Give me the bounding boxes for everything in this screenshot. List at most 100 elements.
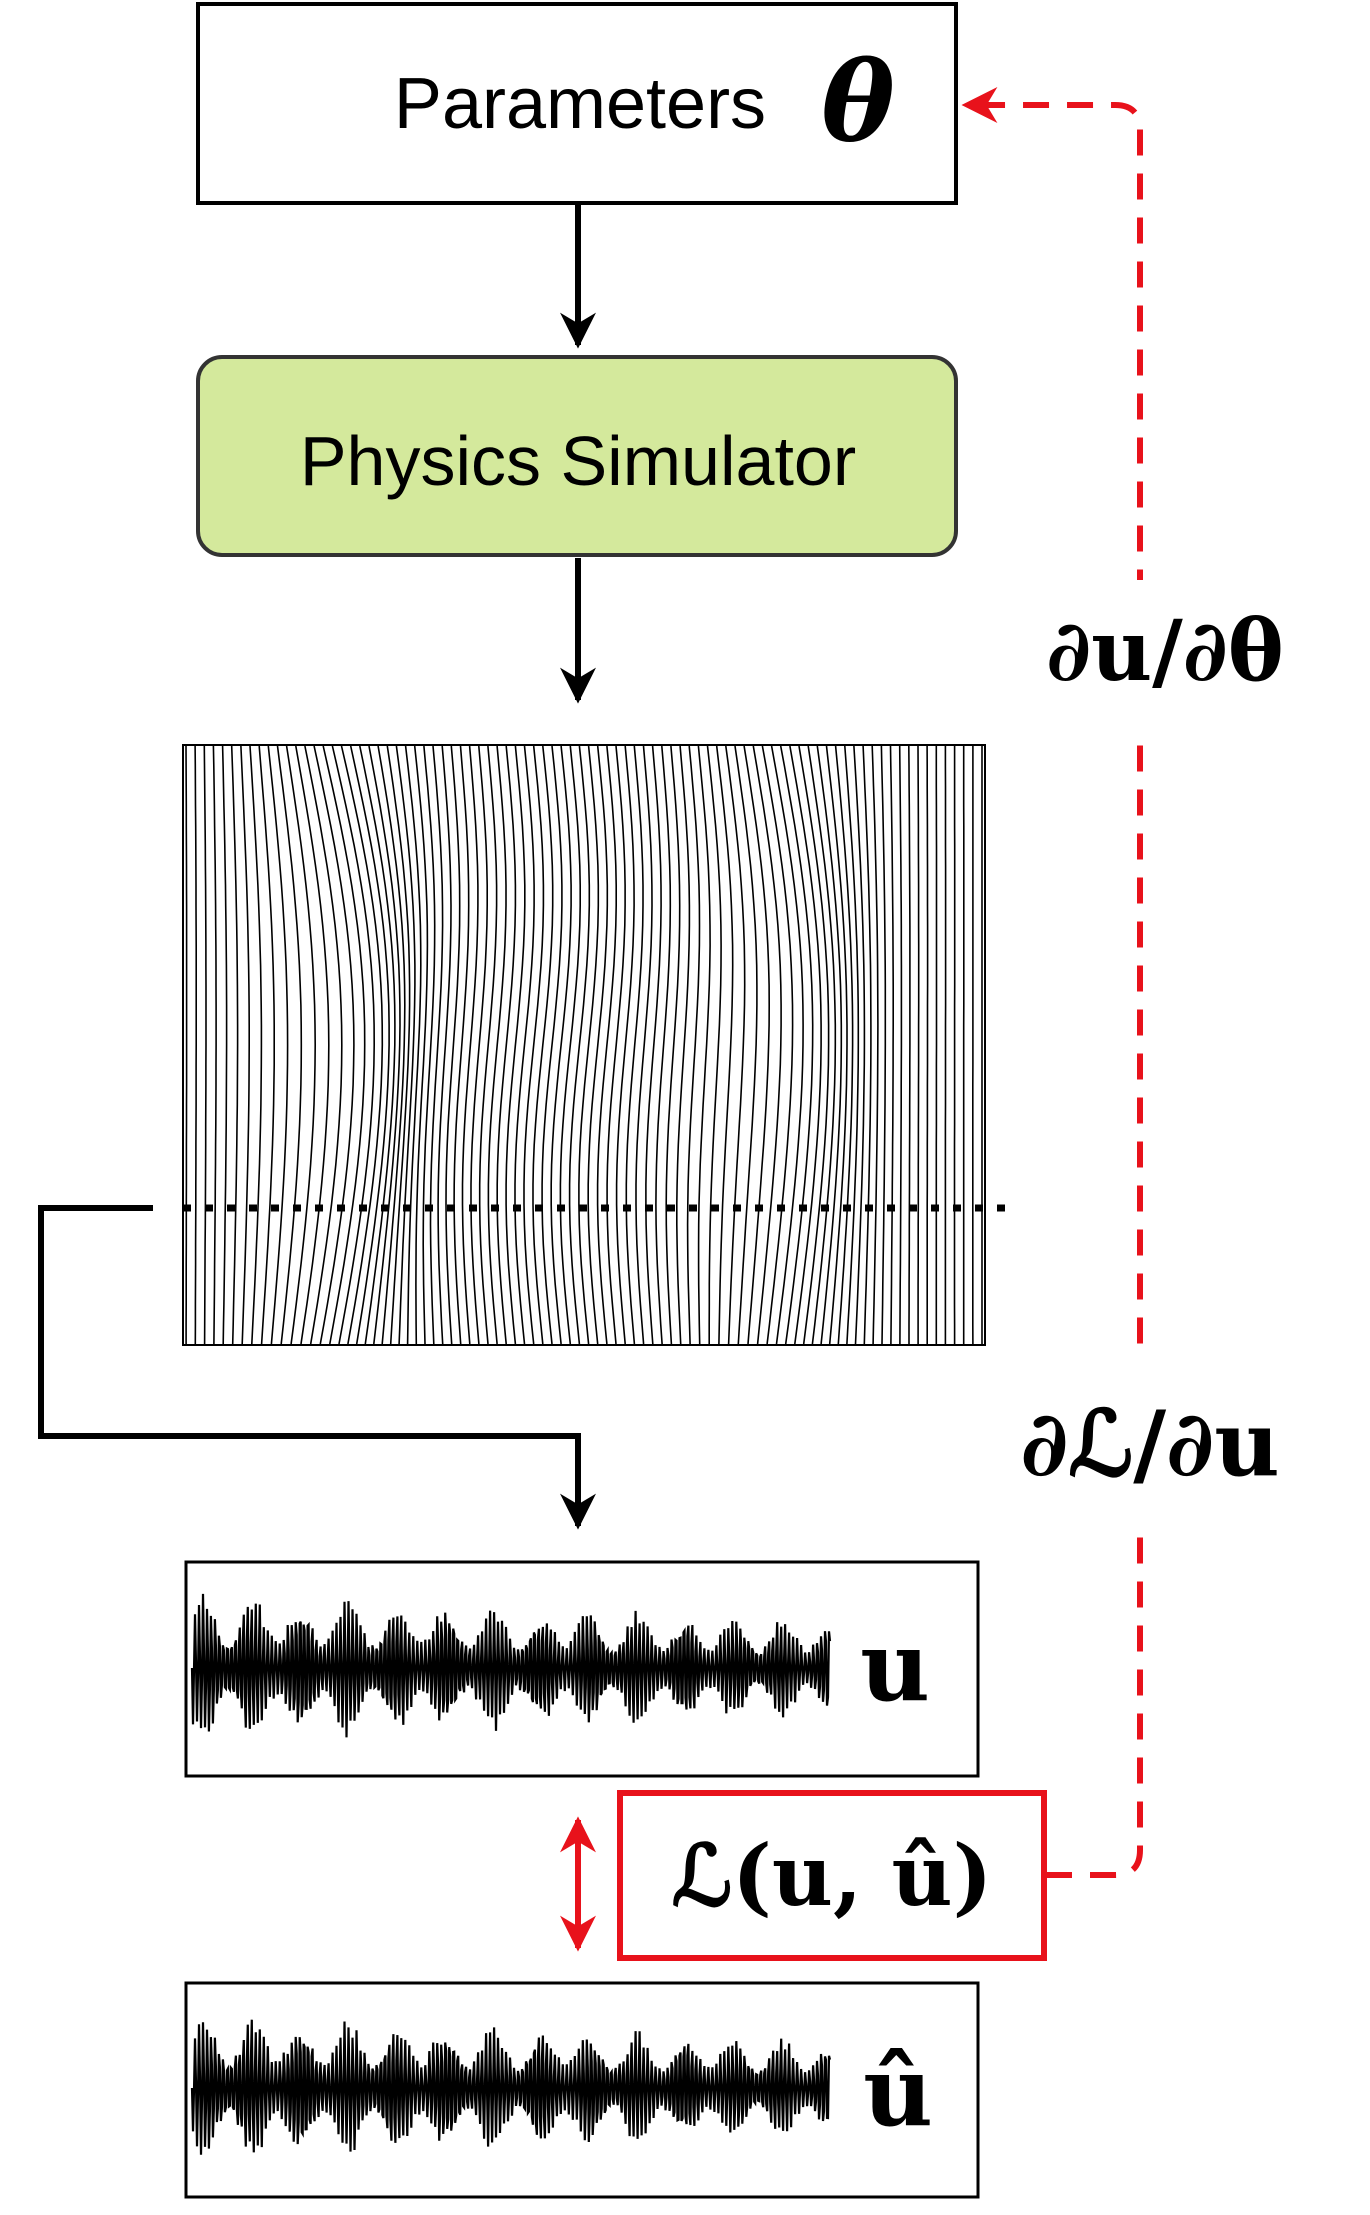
field-line: [359, 745, 396, 1345]
field-line: [779, 745, 814, 1345]
field-line: [880, 745, 887, 1345]
field-line: [715, 745, 734, 1345]
simulator-node: Physics Simulator: [196, 355, 958, 557]
displacement-field: [182, 744, 986, 1346]
field-line: [304, 745, 343, 1345]
field-line: [798, 745, 830, 1345]
field-line: [514, 745, 535, 1345]
field-line: [523, 745, 545, 1345]
simulator-label: Physics Simulator: [300, 422, 856, 500]
field-line: [240, 745, 250, 1345]
field-line: [743, 745, 771, 1345]
target-signal: û: [184, 1981, 980, 2199]
field-line: [470, 745, 489, 1345]
parameters-label: Parameters: [394, 64, 766, 144]
field-line: [221, 745, 228, 1345]
field-line: [340, 745, 384, 1345]
field-line: [686, 745, 701, 1345]
field-line: [496, 745, 517, 1345]
field-line: [285, 745, 317, 1345]
field-line: [770, 745, 804, 1345]
field-line: [487, 745, 507, 1345]
field-line: [761, 745, 794, 1345]
field-line: [322, 745, 366, 1345]
field-line: [706, 745, 722, 1344]
field-line: [807, 745, 837, 1345]
output-signal: u: [184, 1560, 980, 1778]
field-line: [203, 745, 207, 1345]
loss-label: ℒ(u, û): [672, 1826, 993, 1925]
field-line: [386, 745, 411, 1345]
parameters-box: [196, 2, 958, 205]
field-line: [404, 745, 422, 1345]
field-line: [834, 745, 854, 1345]
field-line: [532, 745, 554, 1345]
field-line: [853, 745, 866, 1345]
field-line: [596, 745, 618, 1345]
field-line: [844, 745, 860, 1345]
field-line: [331, 745, 376, 1345]
field-line: [862, 745, 872, 1345]
field-line: [917, 745, 920, 1344]
field-line: [675, 745, 691, 1345]
output-waveform: [190, 1593, 832, 1738]
field-line: [194, 745, 197, 1345]
parameters-node: Parameters θ: [196, 2, 958, 205]
field-line: [734, 745, 758, 1345]
loss-box: [617, 1790, 1047, 1961]
field-line: [615, 745, 635, 1345]
field-line: [550, 745, 572, 1345]
dL-du-label-bg: [960, 1355, 1360, 1530]
field-line: [505, 745, 526, 1345]
probe-connector: [38, 1205, 596, 1530]
field-line: [437, 745, 452, 1345]
field-line: [395, 745, 416, 1345]
field-line: [725, 745, 746, 1345]
field-line: [587, 745, 609, 1345]
field-line: [889, 745, 895, 1345]
output-symbol: u: [860, 1610, 930, 1723]
field-line: [429, 745, 444, 1345]
field-line: [871, 745, 879, 1345]
target-symbol: û: [863, 2035, 933, 2148]
field-line: [368, 745, 401, 1345]
field-line: [258, 745, 276, 1345]
field-line: [541, 745, 563, 1345]
field-line: [212, 745, 217, 1345]
field-line: [625, 745, 644, 1345]
field-line: [665, 745, 681, 1345]
field-line: [645, 745, 662, 1345]
field-line: [461, 745, 479, 1345]
field-line: [295, 745, 330, 1345]
field-line: [752, 745, 782, 1345]
field-line: [185, 745, 188, 1344]
field-line: [606, 745, 626, 1345]
field-line: [898, 745, 903, 1345]
field-line: [230, 745, 239, 1345]
theta-symbol: θ: [821, 37, 894, 166]
du-dtheta-label: ∂u/∂θ: [1046, 601, 1284, 700]
field-line: [445, 745, 461, 1345]
field-line: [635, 745, 653, 1345]
field-line: [453, 745, 470, 1345]
field-line: [422, 745, 436, 1345]
field-line: [697, 745, 711, 1345]
field-line: [789, 745, 822, 1345]
field-lines: [185, 745, 983, 1345]
loss-node: ℒ(u, û): [617, 1790, 1047, 1961]
field-line: [413, 745, 429, 1345]
field-line: [655, 745, 672, 1345]
field-line: [249, 745, 263, 1345]
dL-du-label: ∂ℒ/∂u: [1020, 1391, 1279, 1497]
du-dtheta-label-bg: [990, 580, 1350, 730]
field-line: [276, 745, 303, 1345]
simulator-box: [196, 355, 958, 557]
field-line: [568, 745, 591, 1345]
field-line: [825, 745, 848, 1345]
field-line: [478, 745, 498, 1345]
field-line: [377, 745, 406, 1345]
field-line: [559, 745, 582, 1345]
field-line: [313, 745, 355, 1345]
field-line: [267, 745, 289, 1345]
